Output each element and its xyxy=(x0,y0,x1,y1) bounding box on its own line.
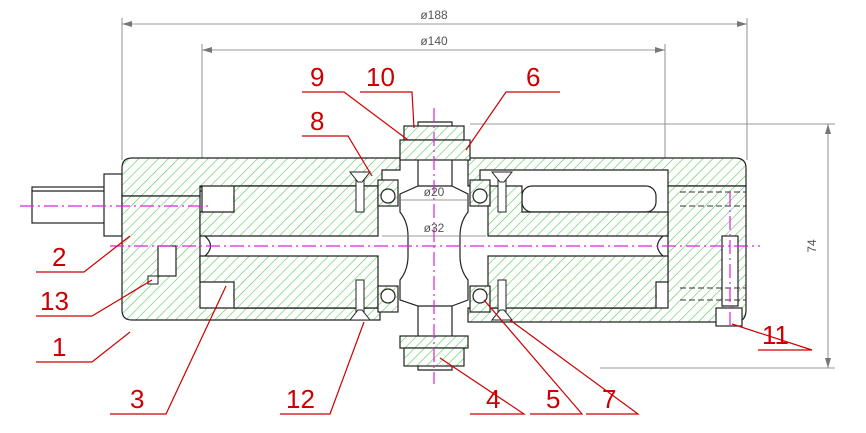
dimension-outer-diameter: ø188 xyxy=(121,8,748,160)
label-1: 1 xyxy=(52,332,66,362)
rotor-disc-part xyxy=(199,185,669,309)
label-3: 3 xyxy=(130,384,144,414)
height-text: 74 xyxy=(805,239,819,253)
outer-diameter-text: ø188 xyxy=(420,8,448,22)
label-4: 4 xyxy=(486,384,500,414)
part-leaders xyxy=(36,91,813,415)
label-13: 13 xyxy=(40,286,69,316)
label-12: 12 xyxy=(286,384,315,414)
dimension-height: 74 xyxy=(470,123,835,369)
inner-diameter-text: ø140 xyxy=(420,34,448,48)
label-8: 8 xyxy=(310,106,324,136)
label-2: 2 xyxy=(52,242,66,272)
bearings xyxy=(377,179,491,313)
label-5: 5 xyxy=(546,384,560,414)
part-labels: 9 10 6 8 2 13 1 3 12 4 5 7 11 xyxy=(40,62,789,414)
label-11: 11 xyxy=(762,320,789,350)
label-7: 7 xyxy=(602,384,616,414)
label-6: 6 xyxy=(526,62,540,92)
dimension-inner-diameter: ø140 xyxy=(201,34,666,160)
label-9: 9 xyxy=(310,62,324,92)
screws xyxy=(348,171,514,321)
center-lines xyxy=(20,108,760,384)
bearing-diameter-text: ø20 xyxy=(424,185,445,199)
label-10: 10 xyxy=(366,62,395,92)
shaft-diameter-text: ø32 xyxy=(424,221,445,235)
